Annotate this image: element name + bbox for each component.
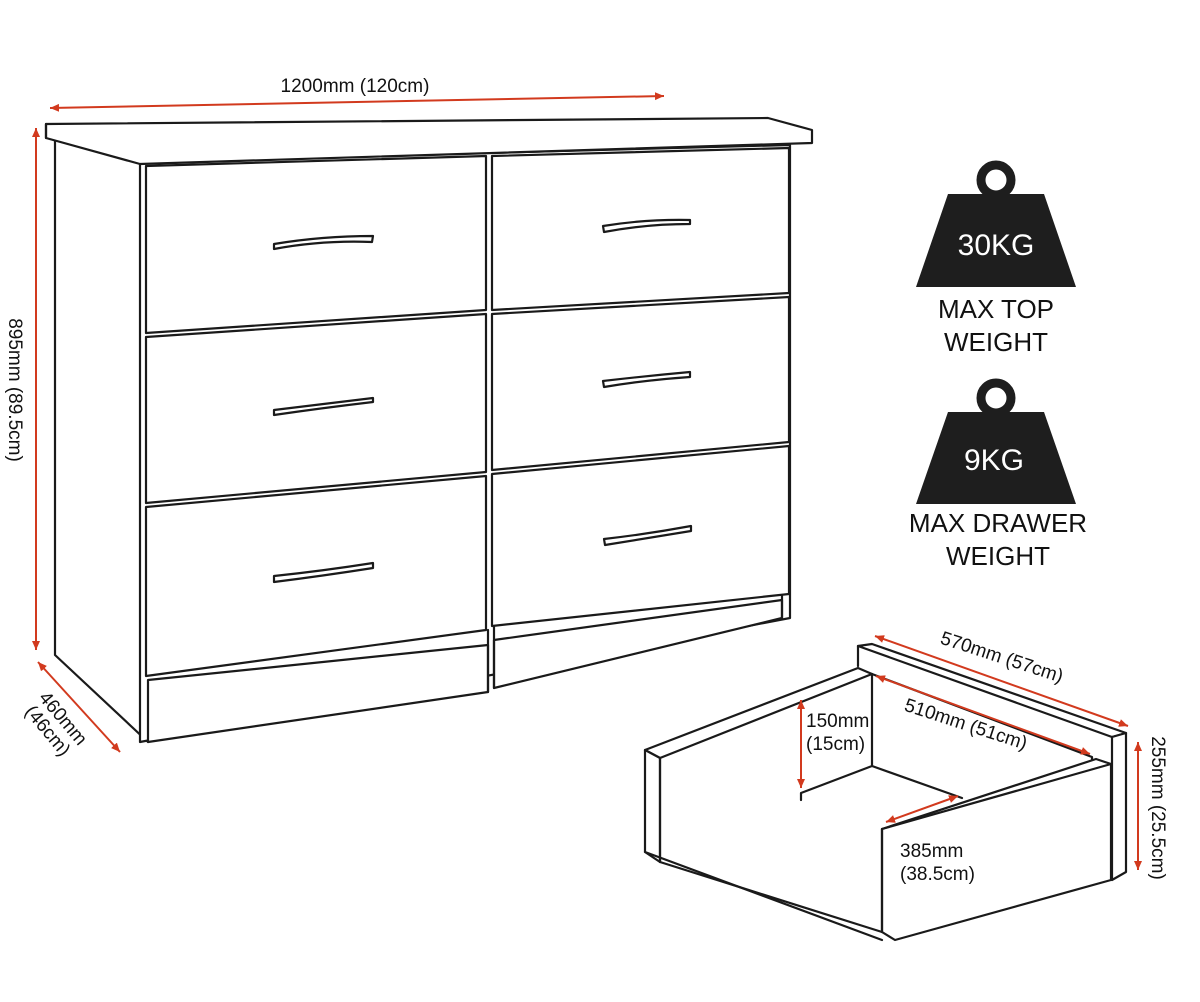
drawer-inner-width-label-mm: 385mm bbox=[900, 841, 963, 862]
max-drawer-weight-value: 9KG bbox=[964, 444, 1024, 477]
chest-side-panel bbox=[53, 138, 150, 744]
drawer-inner-depth-label-cm: (15cm) bbox=[806, 734, 865, 755]
drawer-right-2 bbox=[490, 295, 791, 472]
drawer-inner-depth-label-mm: 150mm bbox=[806, 711, 869, 732]
drawer-front-panel bbox=[1110, 731, 1128, 882]
depth-dimension-line bbox=[37, 661, 121, 753]
height-label: 895mm (89.5cm) bbox=[4, 318, 25, 462]
max-top-weight-label-line2: WEIGHT bbox=[944, 327, 1048, 357]
max-top-weight-label-line1: MAX TOP bbox=[938, 294, 1054, 324]
drawer-inner-width-dimension-line bbox=[885, 795, 959, 823]
drawer-height-label: 255mm (25.5cm) bbox=[1147, 736, 1168, 880]
max-drawer-weight-badge: 9KG MAX DRAWER WEIGHT bbox=[909, 378, 1087, 571]
drawer-left-1 bbox=[144, 154, 488, 335]
max-top-weight-value: 30KG bbox=[958, 229, 1035, 262]
width-label: 1200mm (120cm) bbox=[281, 76, 430, 97]
max-drawer-weight-label-line1: MAX DRAWER bbox=[909, 508, 1087, 538]
weight-icon bbox=[916, 378, 1076, 504]
drawer-inner-width-label-cm: (38.5cm) bbox=[900, 864, 975, 885]
weight-icon bbox=[916, 160, 1076, 287]
max-drawer-weight-label-line2: WEIGHT bbox=[946, 541, 1050, 571]
drawer-right-1 bbox=[490, 146, 791, 312]
width-dimension-line bbox=[49, 92, 665, 112]
drawer-handles bbox=[272, 218, 693, 584]
chest-illustration bbox=[44, 116, 814, 744]
drawer-illustration bbox=[643, 642, 1128, 942]
max-top-weight-badge: 30KG MAX TOP WEIGHT bbox=[916, 160, 1076, 357]
drawer-right-3 bbox=[490, 444, 791, 628]
drawer-inner-length-dimension-line bbox=[875, 675, 1091, 755]
